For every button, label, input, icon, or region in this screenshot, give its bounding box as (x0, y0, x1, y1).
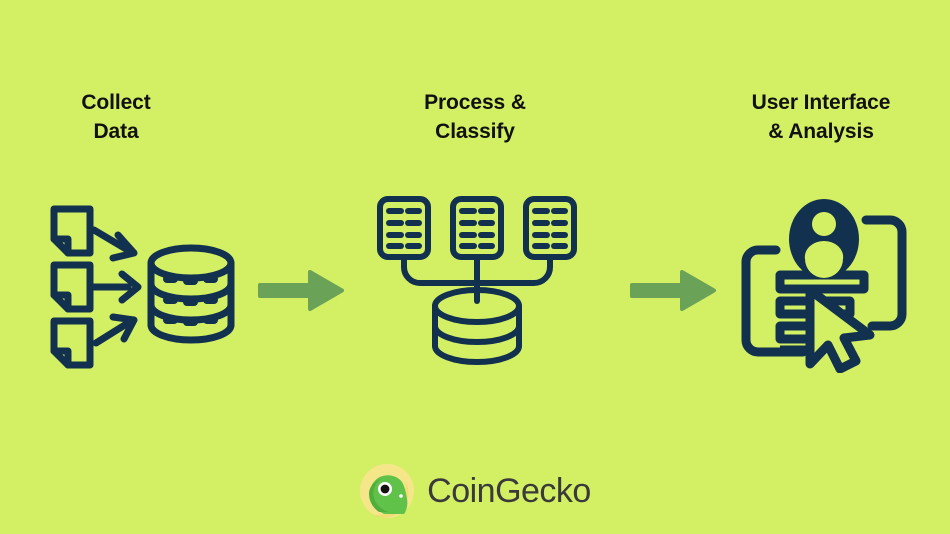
document-shape (50, 317, 94, 369)
arrow-into-database (90, 226, 138, 262)
connector-lines (401, 254, 553, 304)
bracket-frame (741, 215, 907, 357)
record-card-rows (386, 208, 568, 249)
cursor-icon (805, 285, 875, 374)
document-shape (50, 261, 94, 313)
coingecko-logo: CoinGecko (0, 455, 950, 527)
database-row-dashes (163, 275, 218, 326)
database-cylinder (432, 287, 522, 365)
step-title-process-classify: Process & Classify (424, 91, 526, 143)
records-classify-icon (372, 193, 582, 368)
coingecko-wordmark: CoinGecko (427, 472, 591, 510)
avatar-icon (789, 199, 859, 279)
document-shape (50, 205, 94, 257)
documents-to-database-icon (44, 193, 239, 373)
step-title-user-interface-analysis: User Interface & Analysis (751, 91, 891, 143)
arrow-into-database (90, 270, 142, 304)
right-arrow-icon-process-to-ui (630, 268, 720, 313)
database-cylinder (147, 244, 235, 344)
arrow-into-database (92, 313, 138, 347)
user-interface-cursor-icon (738, 193, 918, 374)
coingecko-gecko-icon (359, 463, 415, 519)
right-arrow-icon-collect-to-process (258, 268, 348, 313)
step-title-collect-data: Collect Data (81, 91, 151, 143)
